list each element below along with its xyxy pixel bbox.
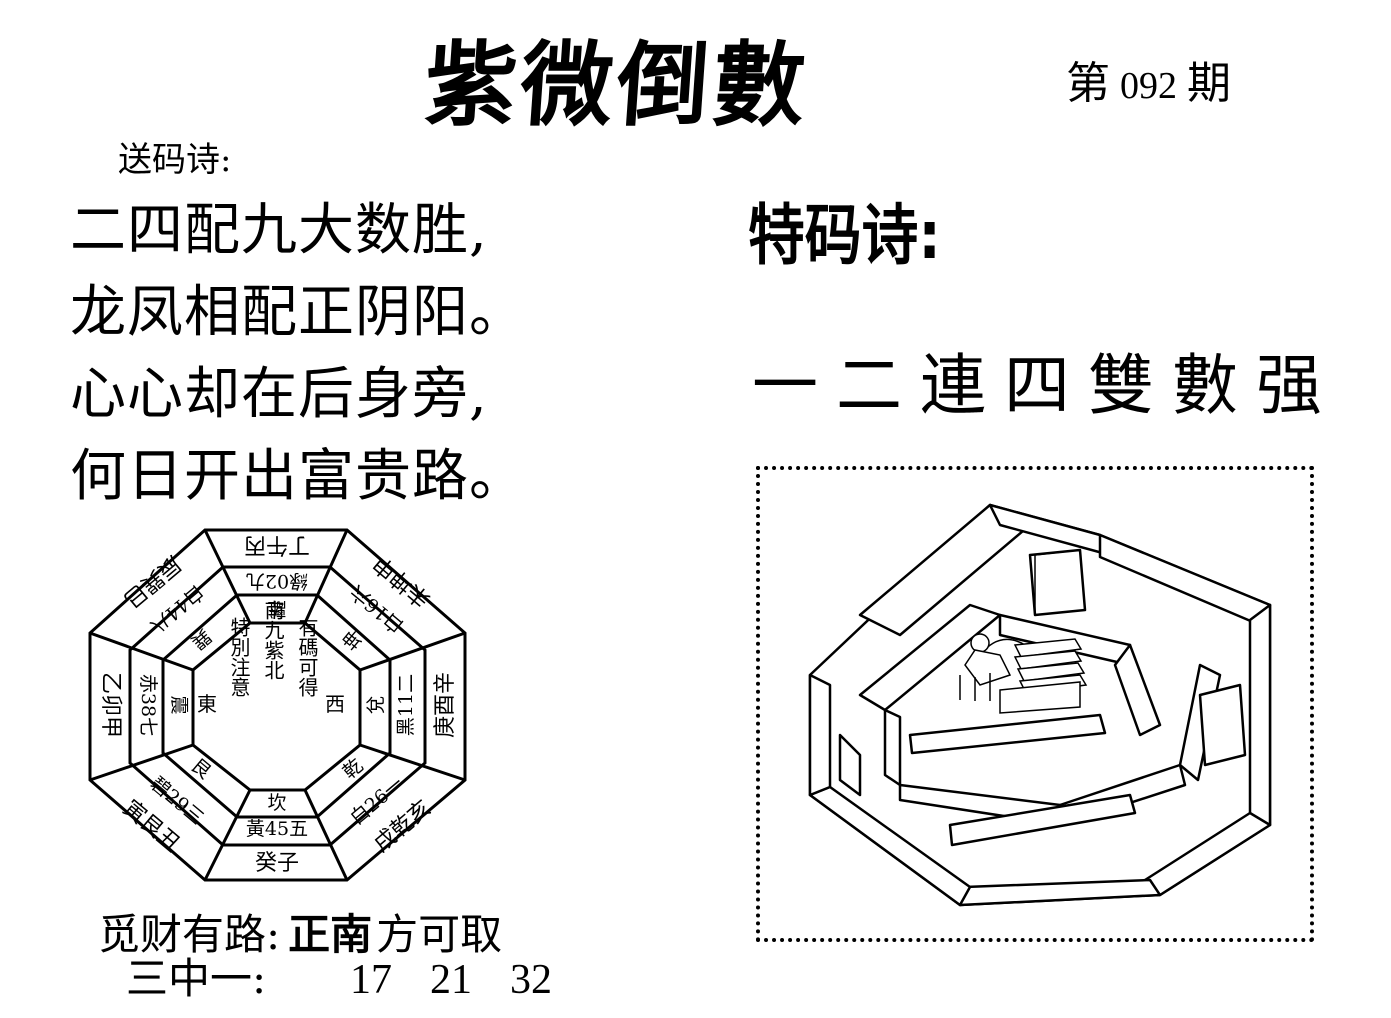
fortune-direction: 觅财有路:正南方可取: [98, 910, 502, 960]
pick-three-row: 三中一: 17 21 32: [126, 955, 571, 1004]
maze-illustration: [808, 503, 1272, 907]
pick-number-3: 32: [510, 957, 552, 1003]
bagua-center-line-2: 南九紫北: [261, 600, 285, 680]
special-poem-line: 一二連四雙數强: [752, 347, 1340, 424]
issue-prefix: 第: [1066, 58, 1110, 109]
issue-suffix: 期: [1187, 58, 1231, 109]
bagua-outer-bottom: 癸子: [255, 851, 299, 876]
bagua-mid-bottom: 黃45五: [246, 818, 308, 840]
fortune-suffix: 方可取: [376, 910, 503, 959]
bagua-mid-top: 綠02九: [246, 570, 308, 592]
bagua-inner-right: 兌: [365, 695, 387, 714]
bagua-inner-top-right: 坤: [339, 624, 368, 653]
issue-value: 092: [1120, 65, 1177, 107]
bagua-center-line-3: 特別注意: [227, 617, 251, 697]
bagua-center-west: 西: [325, 692, 345, 716]
poem-line-2: 龙凤相配正阴阳。: [70, 280, 526, 345]
bagua-center-east: 東: [197, 692, 217, 716]
page-title: 紫微倒數: [421, 31, 813, 139]
illustration-frame: [756, 466, 1314, 942]
bagua-inner-top-left: 巽: [187, 624, 216, 653]
poem-label: 送码诗:: [118, 140, 232, 180]
bagua-outer-left: 乙卯甲: [98, 672, 123, 738]
bagua-outer-right: 庚酉辛: [433, 672, 458, 738]
fortune-prefix: 觅财有路:: [98, 910, 281, 959]
bagua-mid-left: 赤38七: [137, 674, 159, 736]
special-poem-label: 特码诗:: [748, 197, 941, 274]
bagua-mid-right: 黑11二: [395, 674, 417, 736]
fortune-direction-value: 正南: [288, 910, 373, 959]
pick-number-2: 21: [430, 957, 472, 1003]
pick-number-1: 17: [350, 957, 392, 1003]
bagua-inner-left: 震: [168, 695, 190, 714]
poem-line-1: 二四配九大数胜,: [70, 198, 488, 263]
bagua-inner-top: 離: [267, 598, 286, 620]
poem-line-4: 何日开出富贵路。: [70, 444, 526, 509]
bagua-center-line-1: 有碼可得: [295, 617, 319, 697]
poem-line-3: 心心却在后身旁,: [70, 362, 488, 427]
bagua-chart: 丁午丙 未坤申 庚酉辛 戌乾亥 癸子 寅艮丑 乙卯甲 辰巽巳 綠02九 白16六…: [88, 528, 467, 882]
bagua-inner-bottom: 坎: [267, 792, 286, 814]
pick-three-label: 三中一:: [126, 954, 267, 1003]
bagua-outer-top: 丁午丙: [244, 532, 310, 557]
